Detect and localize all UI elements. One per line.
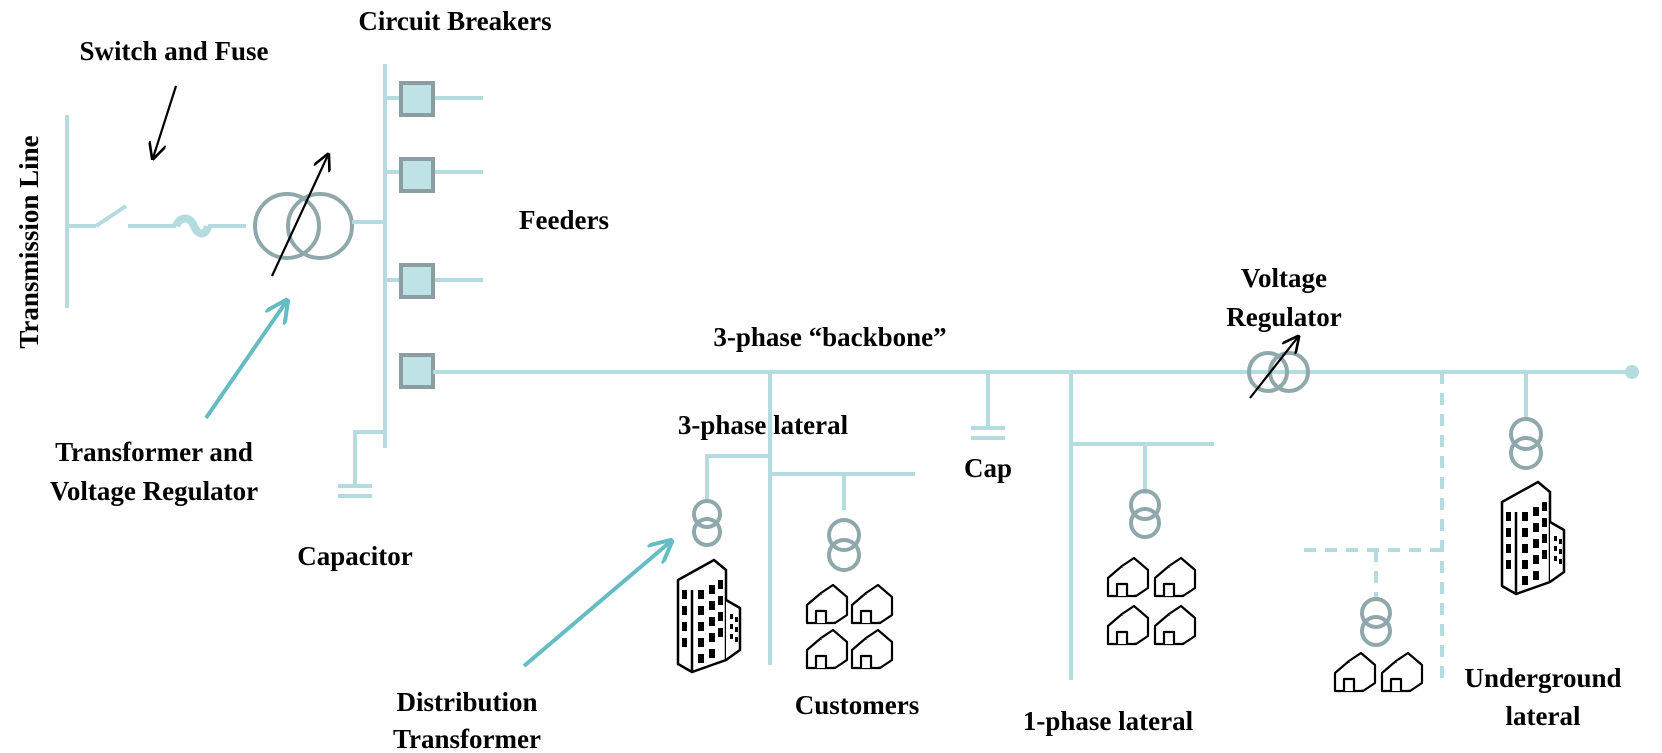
- circuit-breaker-icon: [399, 353, 435, 389]
- one-phase-lateral-lines: [1069, 372, 1214, 680]
- switch-fuse-pointer-arrow: [153, 85, 178, 158]
- one-phase-lateral-label: 1-phase lateral: [1023, 706, 1194, 736]
- house-icon: [850, 583, 894, 625]
- circuit-breaker-icon: [399, 157, 435, 193]
- voltage-regulator-label-line1: Voltage: [1241, 263, 1327, 293]
- feeders-label: Feeders: [519, 205, 609, 235]
- house-icon: [1380, 651, 1424, 693]
- transmission-line-label: Transmission Line: [14, 135, 44, 348]
- circuit-breakers-label: Circuit Breakers: [358, 6, 551, 36]
- customers-label: Customers: [795, 690, 919, 720]
- three-phase-lateral-lines: [705, 372, 915, 665]
- house-icon: [805, 628, 849, 670]
- distribution-transformer-label-line1: Distribution: [396, 687, 537, 717]
- voltage-regulator-label-line2: Regulator: [1226, 302, 1341, 332]
- capacitor-label: Capacitor: [297, 541, 412, 571]
- house-icon: [1153, 556, 1197, 598]
- substation-bus: [383, 64, 483, 448]
- capacitor-icon: [338, 430, 385, 498]
- transformer-icon: [827, 518, 861, 572]
- distribution-transformer-pointer-arrow: [522, 542, 670, 668]
- distribution-transformer-label-line2: Transformer: [393, 724, 541, 753]
- switch-icon: [94, 204, 176, 228]
- house-icon: [1106, 556, 1150, 598]
- house-icon: [850, 628, 894, 670]
- underground-lateral-lines: [1304, 372, 1444, 682]
- building-icon: [1500, 480, 1566, 596]
- underground-lateral-label-line1: Underground: [1464, 663, 1621, 693]
- house-icon: [1106, 604, 1150, 646]
- transformer-icon: [692, 499, 722, 547]
- circuit-breaker-icon: [399, 263, 435, 299]
- house-icon: [1333, 651, 1377, 693]
- fuse-icon: [172, 214, 246, 238]
- transformer-regulator-label-line2: Voltage Regulator: [50, 476, 258, 506]
- transformer-icon: [253, 192, 385, 260]
- transformer-icon: [1509, 417, 1543, 470]
- transformer-regulator-label-line1: Transformer and: [55, 437, 253, 467]
- transformer-icon: [1129, 489, 1161, 539]
- regulator-arrow: [271, 155, 328, 277]
- transformer-pointer-arrow: [204, 302, 286, 420]
- cap-label: Cap: [964, 453, 1012, 483]
- backbone-line: [433, 365, 1639, 379]
- regulator-arrow: [1249, 337, 1298, 399]
- circuit-breaker-icon: [399, 81, 435, 117]
- capacitor-icon: [971, 372, 1005, 440]
- transmission-line: [65, 115, 96, 308]
- switch-and-fuse-label: Switch and Fuse: [79, 36, 268, 66]
- backbone-label: 3-phase “backbone”: [713, 322, 946, 352]
- transformer-icon: [1360, 597, 1392, 647]
- three-phase-lateral-label: 3-phase lateral: [678, 410, 849, 440]
- house-icon: [1153, 604, 1197, 646]
- house-icon: [805, 583, 849, 625]
- underground-lateral-label-line2: lateral: [1506, 701, 1581, 731]
- building-icon: [676, 558, 742, 674]
